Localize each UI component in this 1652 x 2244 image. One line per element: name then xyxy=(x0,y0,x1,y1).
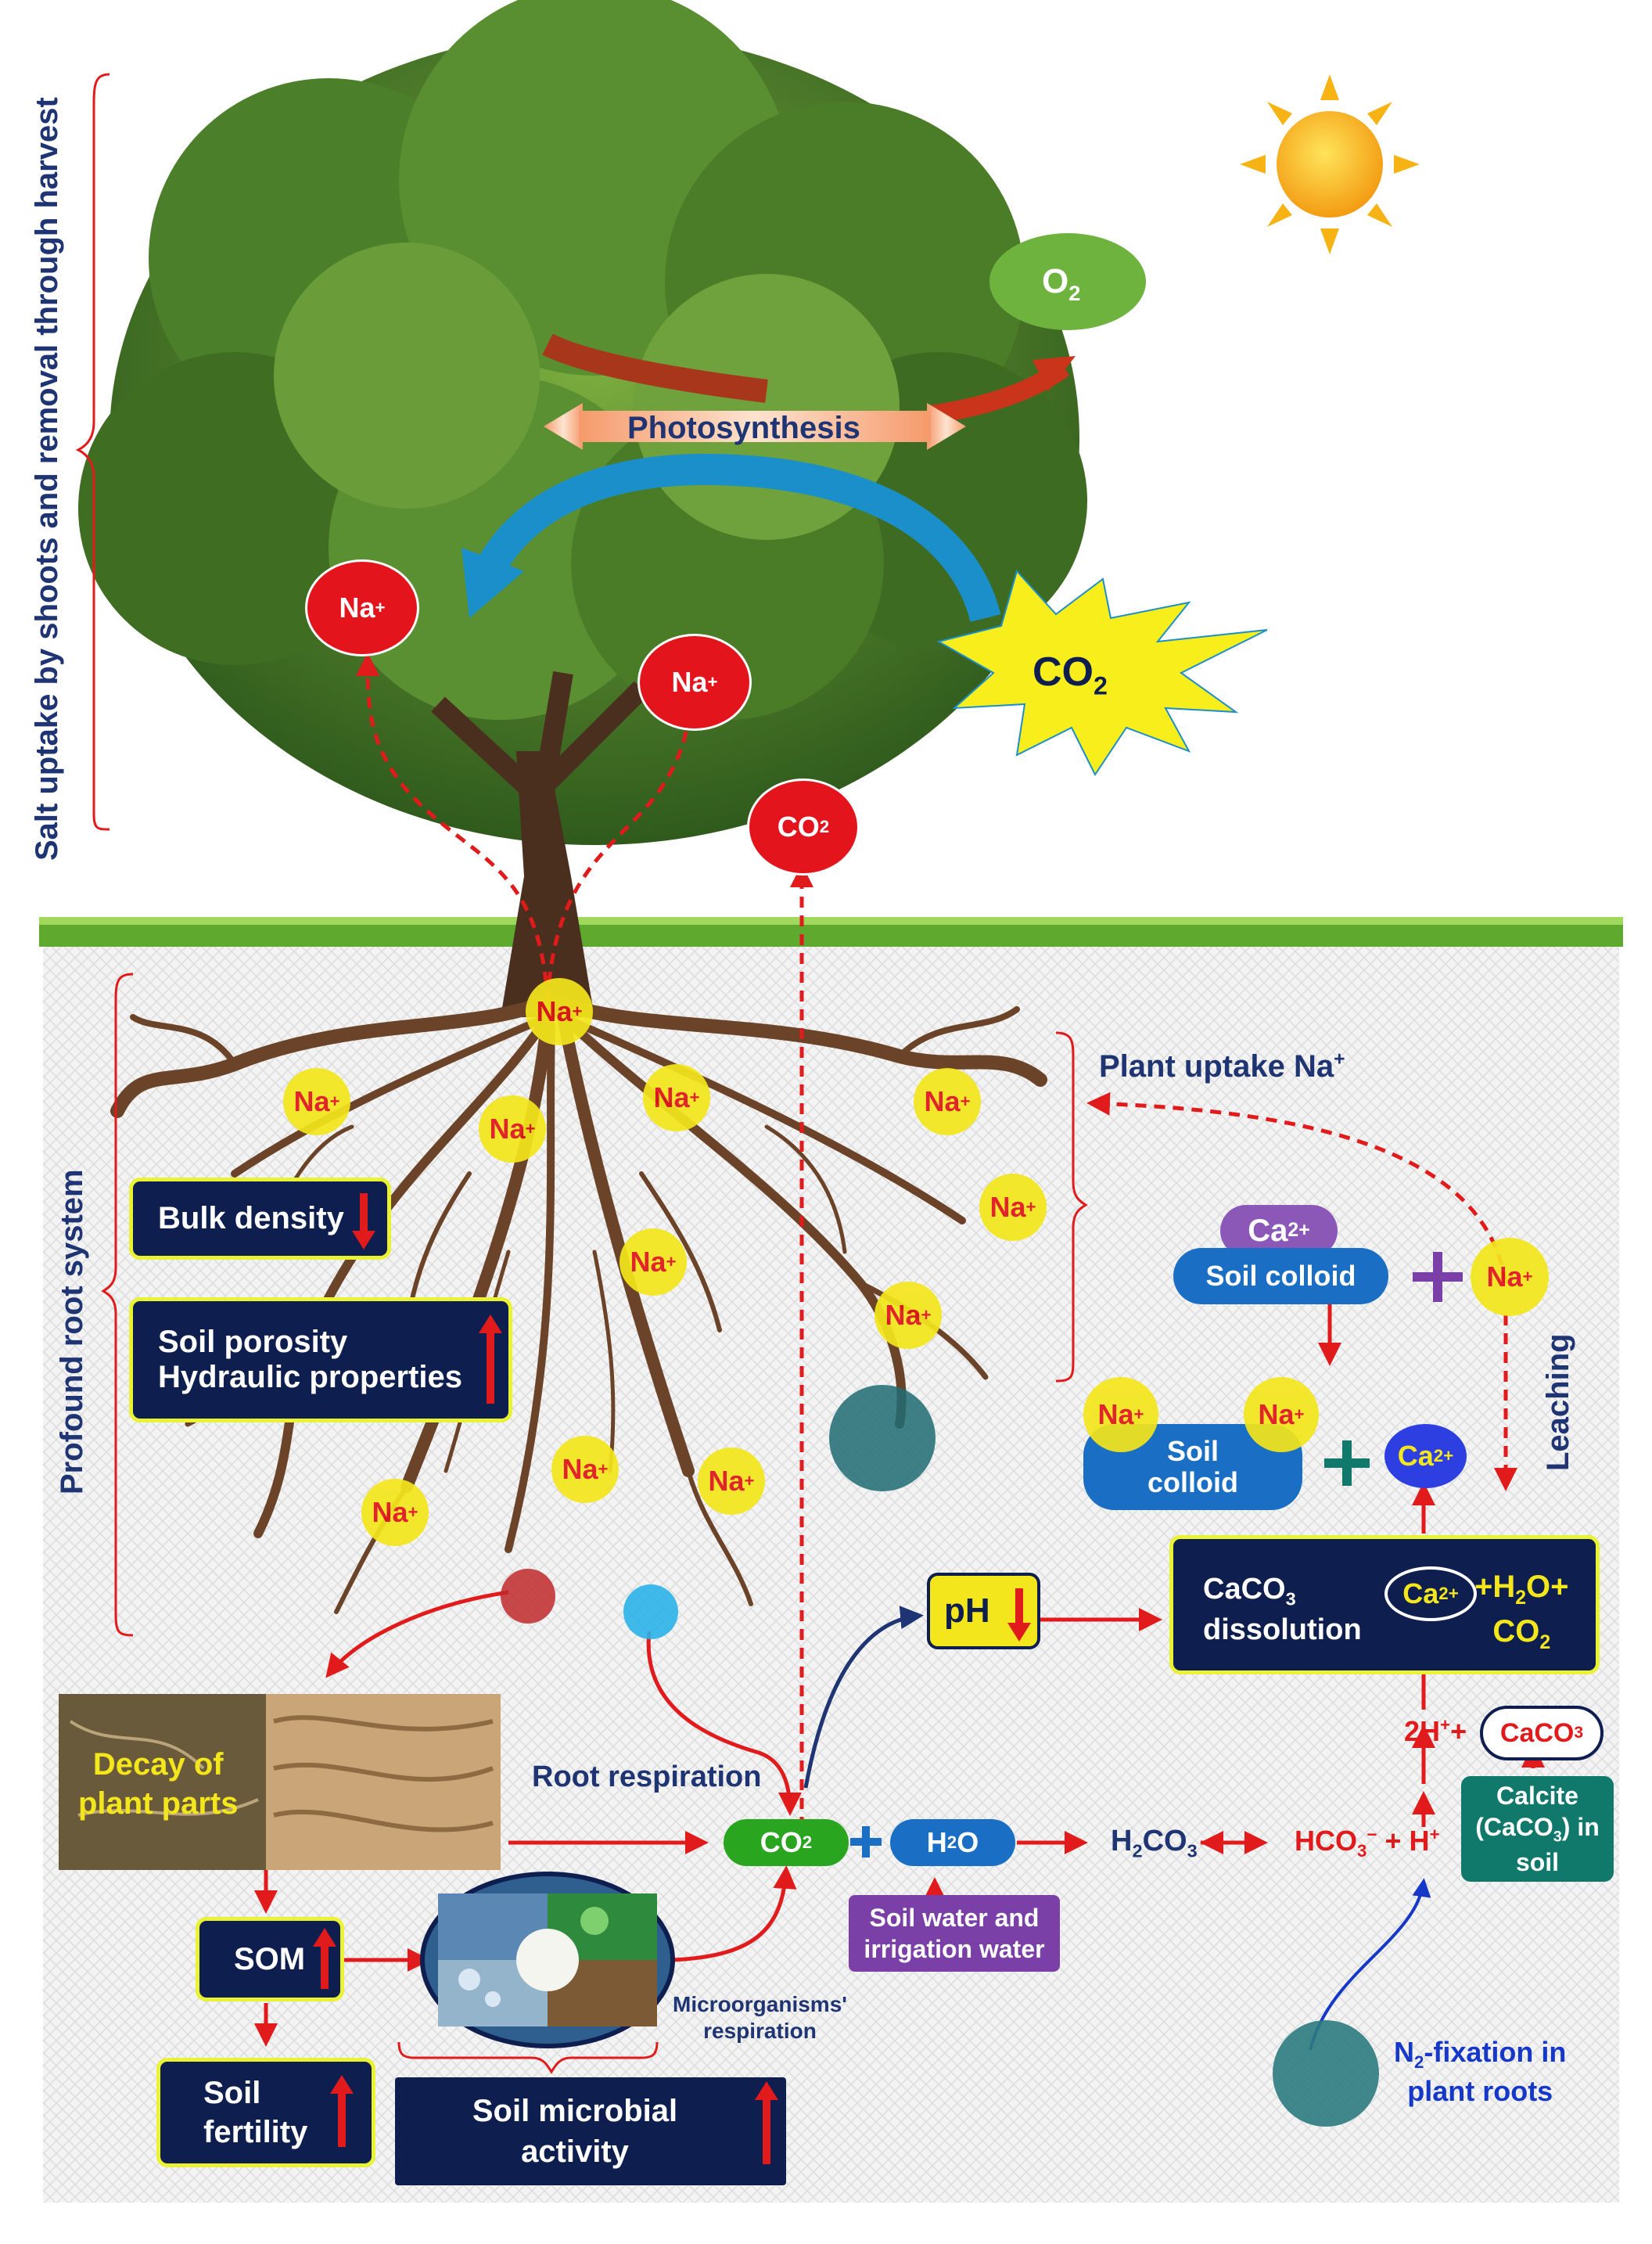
photosynthesis-cycle-arrow xyxy=(470,453,1001,623)
na-ion-colloid: Na+ xyxy=(1244,1377,1319,1452)
soil-porosity-box: Soil porosity Hydraulic properties xyxy=(129,1297,512,1422)
root-node-blue xyxy=(623,1584,678,1639)
decrease-arrow-icon xyxy=(352,1193,375,1250)
microbial-increase-arrow-icon xyxy=(755,2081,778,2164)
soil-microbial-box: Soil microbial activity xyxy=(395,2077,786,2185)
root-respiration-label: Root respiration xyxy=(532,1760,762,1793)
soil-colloid-pill: Soil colloid xyxy=(1173,1248,1388,1304)
o2-bubble xyxy=(989,233,1146,330)
micro-respiration-label: Microorganisms'respiration xyxy=(673,1992,847,2043)
na-ion-root: Na+ xyxy=(361,1479,429,1546)
plus-purple xyxy=(1413,1252,1463,1302)
na-ion-root: Na+ xyxy=(914,1068,981,1135)
na-ion-canopy: Na+ xyxy=(305,559,419,656)
calcite-box: Calcite (CaCO3) in soil xyxy=(1461,1776,1614,1882)
na-ion-root: Na+ xyxy=(979,1174,1047,1241)
co2-starburst-label: CO2 xyxy=(1032,649,1108,700)
fertility-increase-arrow-icon xyxy=(330,2075,354,2147)
plant-uptake-brace xyxy=(1055,1031,1088,1383)
root-system xyxy=(110,994,1047,1614)
o2-label: O2 xyxy=(1042,262,1081,305)
na-ion-canopy: Na+ xyxy=(637,634,752,731)
na-ion-root: Na+ xyxy=(526,978,593,1045)
root-node-red xyxy=(501,1569,555,1624)
na-ion-free: Na+ xyxy=(1471,1238,1549,1316)
na-ion-root: Na+ xyxy=(283,1068,350,1135)
h2o-co2-label: +H2O+ CO2 xyxy=(1474,1570,1569,1654)
two-h-label: 2H++ xyxy=(1404,1715,1467,1747)
tree-trunk xyxy=(501,751,594,1017)
root-node-teal xyxy=(829,1385,936,1491)
co2-starburst xyxy=(936,569,1268,776)
na-ion-root: Na+ xyxy=(874,1282,942,1349)
decay-image-right xyxy=(266,1694,501,1870)
plus-teal xyxy=(1324,1440,1370,1486)
na-ion-root: Na+ xyxy=(479,1095,546,1163)
decay-image-left xyxy=(59,1694,266,1870)
profound-root-label: Profound root system xyxy=(55,1169,89,1494)
microbial-brace xyxy=(397,2041,659,2074)
bulk-density-box: Bulk density xyxy=(129,1178,391,1260)
na-ion-root: Na+ xyxy=(698,1447,765,1515)
increase-arrow-icon xyxy=(479,1314,502,1404)
na-ion-root: Na+ xyxy=(551,1436,619,1503)
na-ion-root: Na+ xyxy=(620,1228,687,1296)
root-system-brace xyxy=(101,973,134,1637)
soil-water-box: Soil water and irrigation water xyxy=(849,1895,1060,1972)
ph-decrease-arrow-icon xyxy=(1007,1588,1031,1642)
plus-blue xyxy=(850,1826,882,1857)
som-box: SOM xyxy=(196,1917,344,2001)
salt-uptake-brace xyxy=(75,73,110,831)
hco3-label: HCO3− + H+ xyxy=(1295,1825,1440,1861)
root-nodule xyxy=(1273,2020,1379,2127)
sun-icon xyxy=(1240,74,1420,254)
na-ion-colloid: Na+ xyxy=(1083,1377,1158,1452)
h2co3-label: H2CO3 xyxy=(1111,1825,1198,1861)
n2-fixation-label: N2-fixation in plant roots xyxy=(1394,2036,1567,2108)
som-increase-arrow-icon xyxy=(313,1928,336,1989)
plant-uptake-label: Plant uptake Na+ xyxy=(1099,1048,1345,1084)
salt-uptake-label: Salt uptake by shoots and removal throug… xyxy=(30,97,64,861)
photosynthesis-label: Photosynthesis xyxy=(627,411,860,445)
leaching-label: Leaching xyxy=(1541,1333,1575,1471)
na-ion-root: Na+ xyxy=(643,1064,710,1131)
